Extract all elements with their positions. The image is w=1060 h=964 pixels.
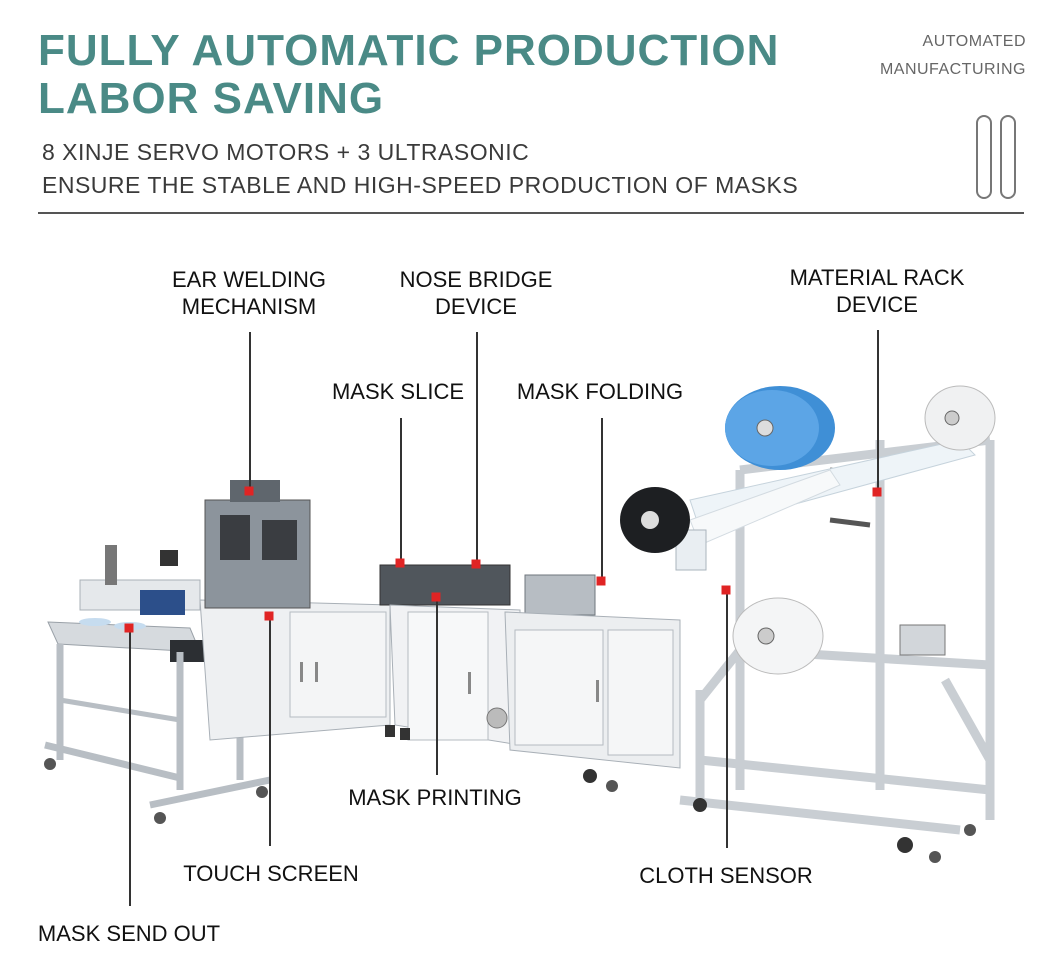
touch-screen-label: TOUCH SCREEN — [183, 861, 359, 886]
material-rack-label-line-1: MATERIAL RACK — [789, 265, 965, 290]
ear-welding-leader — [249, 332, 251, 490]
mask-folding-marker — [596, 576, 606, 586]
side-tag: AUTOMATED MANUFACTURING — [880, 28, 1026, 84]
subheading-line-2: ENSURE THE STABLE AND HIGH-SPEED PRODUCT… — [42, 172, 799, 198]
mask-slice-leader — [400, 418, 402, 562]
nose-bridge-leader — [476, 332, 478, 562]
nose-bridge-label-line-2: DEVICE — [435, 294, 517, 319]
ear-welding-label-line-2: MECHANISM — [181, 294, 317, 319]
header-divider — [38, 212, 1024, 214]
touch-screen-marker — [264, 611, 274, 621]
side-tag-line-2: MANUFACTURING — [879, 61, 1026, 78]
main-cabinet — [79, 579, 391, 741]
nose-bridge-marker — [471, 559, 481, 569]
side-tag-line-1: AUTOMATED — [922, 33, 1026, 50]
mask-slice-marker — [395, 558, 405, 568]
ear-welding-machine — [105, 480, 311, 615]
decor-pill-right — [1000, 115, 1016, 199]
cloth-sensor-label: CLOTH SENSOR — [639, 863, 813, 888]
mask-printing-label: MASK PRINTING — [348, 785, 522, 810]
headline-line-1: FULLY AUTOMATIC PRODUCTION — [38, 26, 780, 75]
slice-print-cabinet — [379, 564, 521, 746]
mask-printing-leader — [436, 597, 438, 775]
material-rack-label-line-2: DEVICE — [836, 292, 918, 317]
ear-welding-marker — [244, 486, 254, 496]
mask-send-out-label: MASK SEND OUT — [37, 921, 221, 946]
material-rack-label: MATERIAL RACK DEVICE — [790, 264, 965, 318]
material-rack-details — [675, 439, 976, 863]
cloth-sensor-marker — [721, 585, 731, 595]
mask-slice-label: MASK SLICE — [331, 379, 465, 404]
mask-send-out-marker — [124, 623, 134, 633]
mask-printing-marker — [431, 592, 441, 602]
material-rack-leader — [877, 330, 879, 492]
mask-folding-leader — [601, 418, 603, 580]
ear-welding-label-line-1: EAR WELDING — [171, 267, 327, 292]
material-rack-marker — [872, 487, 882, 497]
material-rolls — [620, 385, 996, 675]
mask-send-out-leader — [129, 628, 131, 906]
headline-line-2: LABOR SAVING — [38, 74, 385, 123]
mask-folding-label: MASK FOLDING — [516, 379, 684, 404]
decor-pill-left — [976, 115, 992, 199]
cloth-sensor-leader — [726, 590, 728, 848]
subheading-line-1: 8 XINJE SERVO MOTORS + 3 ULTRASONIC — [42, 139, 530, 165]
nose-bridge-label-line-1: NOSE BRIDGE — [399, 267, 553, 292]
nose-bridge-label: NOSE BRIDGE DEVICE — [400, 266, 553, 320]
folding-cabinet — [504, 574, 681, 792]
ear-welding-label: EAR WELDING MECHANISM — [172, 266, 326, 320]
touch-screen-leader — [269, 616, 271, 846]
